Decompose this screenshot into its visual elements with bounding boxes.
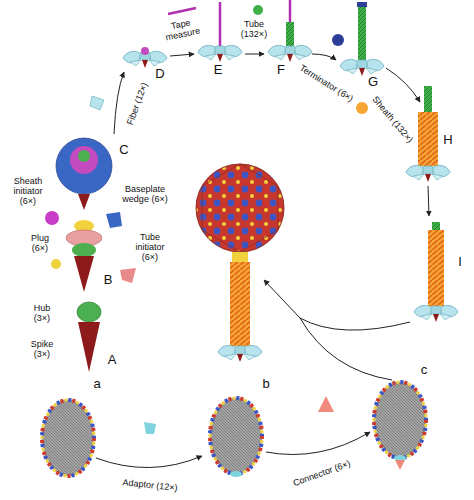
connector-icon: [318, 396, 334, 412]
stage-letter: A: [108, 353, 117, 367]
baseplate: [123, 47, 167, 68]
stage-letter: B: [104, 273, 113, 287]
stage-letter: G: [368, 75, 378, 89]
terminator-icon: [332, 34, 344, 46]
stage-letter: D: [155, 67, 164, 81]
step-arrows: [96, 54, 429, 468]
part-label: Tube initiator (6×): [128, 233, 172, 263]
adaptor-icon: [144, 422, 156, 434]
sheath-icon: [356, 102, 368, 114]
mature-phage: [196, 164, 284, 362]
part-label: Tube (132×): [237, 20, 271, 40]
prohead-adaptor: [210, 398, 262, 477]
fiber-icon: [90, 96, 104, 110]
stage-letter: C: [119, 143, 128, 157]
stage-letter: E: [214, 63, 223, 77]
stage-letter: c: [421, 363, 428, 377]
part-label: Plug (6×): [25, 234, 55, 254]
part-label: Sheath initiator (6×): [6, 177, 50, 207]
part-label: Terminator (6×): [297, 64, 354, 105]
part-label: Fiber (12×): [126, 82, 150, 127]
baseplate-tube: [268, 0, 312, 62]
stage-letter: I: [458, 255, 462, 269]
prohead: [42, 400, 94, 476]
part-label: Connector (6×): [292, 459, 352, 489]
part-label: Sheath (132×): [370, 95, 414, 145]
part-label: Tape measure: [160, 16, 203, 44]
part-label: Spike (3×): [27, 340, 57, 360]
stage-letter: F: [277, 63, 285, 77]
stage-letter: H: [443, 133, 452, 147]
prohead-connector: [374, 382, 426, 470]
stage-letter: b: [262, 377, 269, 391]
baseplate-tape: [198, 2, 242, 62]
plug-icon: [51, 259, 61, 269]
baseplate-dome: [56, 138, 112, 210]
sheath-initiator-icon: [45, 211, 59, 225]
part-label: Adaptor (12×): [122, 478, 178, 494]
hub-spike: [77, 302, 101, 372]
baseplate-full-tube: [340, 2, 384, 76]
part-label: Baseplate wedge (6×): [122, 185, 168, 205]
tube-initiator-icon: [120, 268, 136, 283]
wedge-icon: [106, 212, 122, 228]
hub-plug-initiator: [66, 220, 102, 292]
stage-letter: a: [93, 377, 100, 391]
complete-tail: [414, 222, 458, 322]
part-label: Hub (3×): [27, 304, 57, 324]
tape-icon: [168, 8, 196, 14]
tube-icon: [253, 5, 263, 15]
